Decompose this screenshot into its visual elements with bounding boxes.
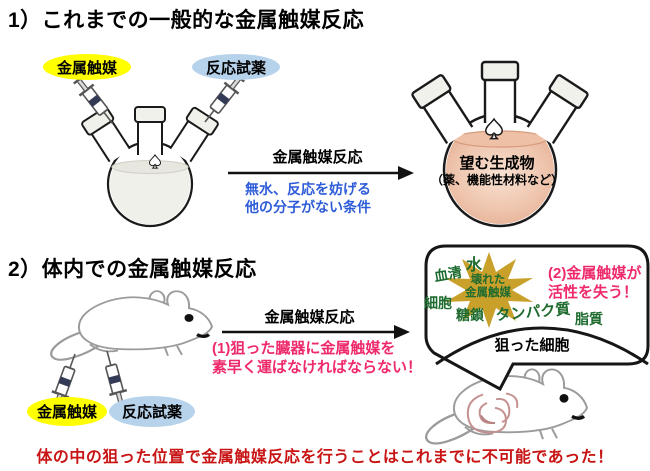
bubble-word-glycan: 糖鎖	[456, 307, 484, 323]
product-line1: 望む生成物	[459, 155, 535, 172]
arrow1-label: 金属触媒反応	[272, 149, 363, 166]
cell-membrane-arc	[435, 326, 649, 366]
bubble-word-cell: 細胞	[424, 295, 452, 311]
mouse-illustration-1	[49, 289, 214, 362]
arrow2-label: 金属触媒反応	[264, 309, 355, 326]
catalyst-label-1-text: 金属触媒	[56, 59, 117, 77]
section2-title: 2）体内での金属触媒反応	[8, 258, 257, 281]
product-line2: （薬、機能性材料など）	[430, 173, 563, 187]
starburst-line2: 金属触媒	[465, 287, 511, 299]
starburst-text: 壊れた 金属触媒	[460, 274, 516, 300]
problem1-text: (1)狙った臓器に金属触媒を 素早く運ばなければならない！	[212, 339, 422, 377]
reaction-arrow-1	[228, 166, 414, 180]
reagent-label-1: 反応試薬	[192, 54, 280, 80]
flask-right	[410, 60, 590, 228]
reaction-arrow-2	[222, 325, 410, 339]
product-text: 望む生成物 （薬、機能性材料など）	[416, 155, 578, 188]
condition-line1: 無水、反応を妨げる	[245, 181, 371, 197]
organs-drawing	[466, 392, 519, 434]
problem2-text: (2)金属触媒が 活性を失う！	[548, 264, 641, 302]
problem1-line2: 素早く運ばなければならない！	[212, 359, 423, 376]
reagent-label-2: 反応試薬	[109, 396, 195, 427]
problem2-line2: 活性を失う！	[548, 284, 639, 301]
catalyst-label-2: 金属触媒	[27, 397, 107, 426]
condition-line2: 他の分子がない条件	[245, 199, 371, 215]
bubble-word-lipid: 脂質	[575, 311, 603, 327]
flask-left	[80, 105, 220, 228]
problem2-line1: (2)金属触媒が	[548, 265, 642, 282]
speech-bubble	[424, 244, 650, 392]
catalyst-label-2-text: 金属触媒	[36, 404, 97, 421]
bubble-word-water: 水	[465, 257, 482, 274]
section1-title: 1）これまでの一般的な金属触媒反応	[8, 9, 365, 32]
target-cell-label: 狙った細胞	[494, 337, 570, 354]
mouse-illustration-2	[424, 367, 589, 446]
reagent-label-2-text: 反応試薬	[121, 404, 182, 421]
reagent-label-1-text: 反応試薬	[205, 59, 266, 77]
footer-conclusion: 体の中の狙った位置で金属触媒反応を行うことはこれまでに不可能であった！	[36, 449, 614, 466]
starburst-line1: 壊れた	[470, 274, 506, 286]
problem1-line1: (1)狙った臓器に金属触媒を	[212, 340, 396, 357]
starburst-icon	[445, 252, 533, 328]
condition-text: 無水、反応を妨げる 他の分子がない条件	[245, 180, 371, 216]
catalyst-label-1: 金属触媒	[43, 54, 131, 80]
